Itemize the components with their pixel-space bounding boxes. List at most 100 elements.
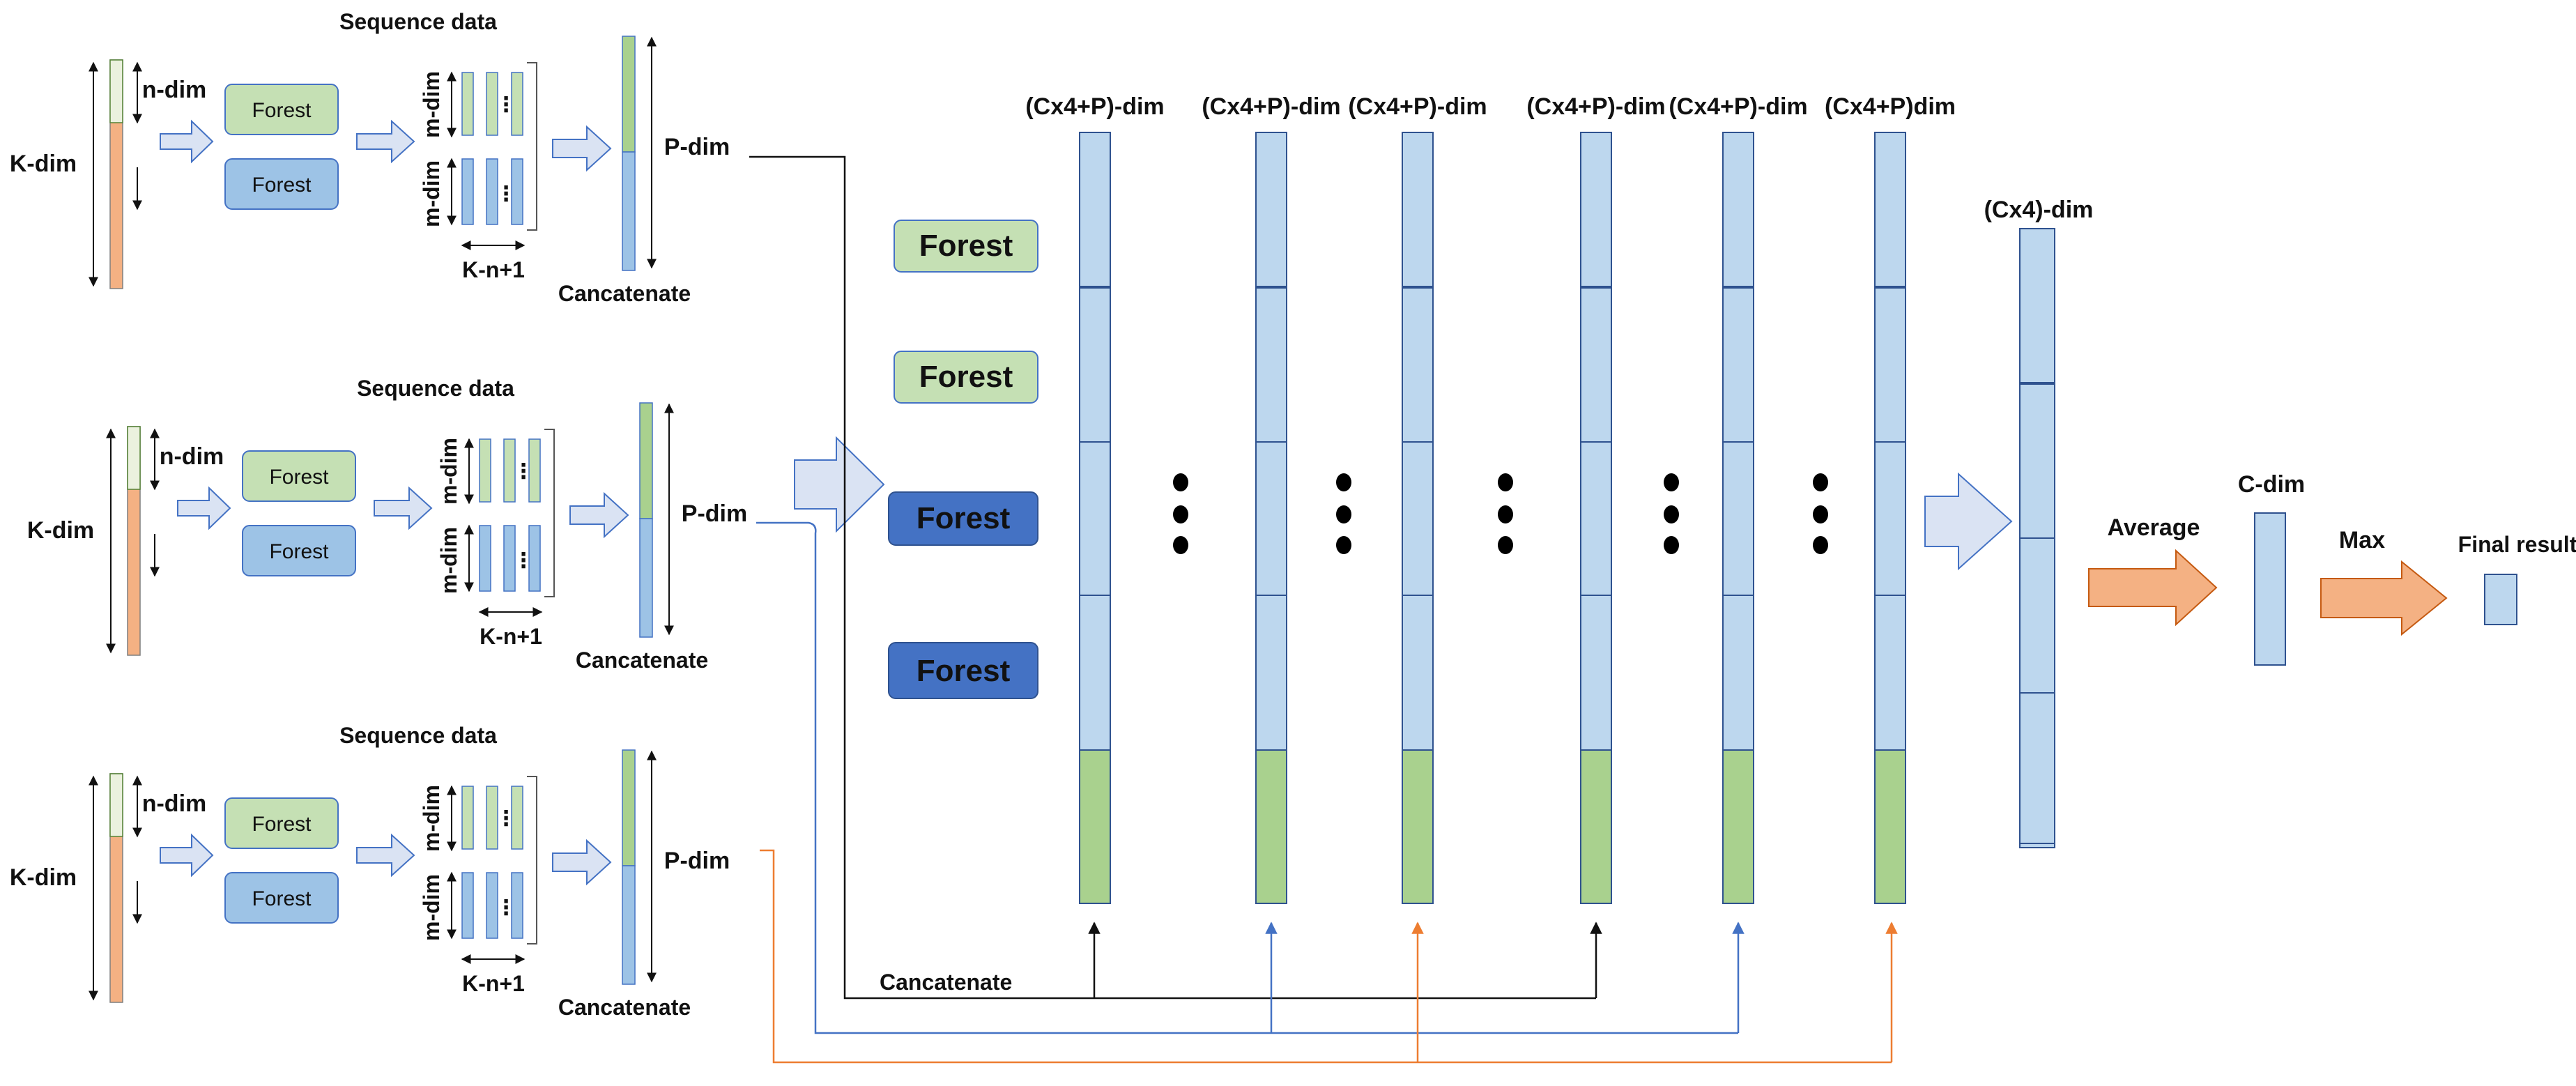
average-step: Average [2088, 514, 2218, 627]
ellipsis-bottom: ⋮ [513, 549, 534, 572]
middle-forest-4-label: Forest [917, 654, 1011, 688]
green-feature-bar [461, 786, 474, 850]
middle-forest-1-label: Forest [919, 229, 1013, 263]
p-bar-blue [639, 518, 653, 638]
k-dim-label: K-dim [27, 517, 94, 544]
forest-top-label: Forest [252, 99, 312, 122]
green-feature-bar [486, 72, 498, 136]
feature-column-3: (Cx4+P)-dim [1348, 93, 1487, 904]
column-green-part [1722, 749, 1754, 904]
m-dim-label-top: m-dim [419, 71, 444, 138]
feature-column-2: (Cx4+P)-dim [1202, 93, 1341, 904]
ellipsis-dot [1498, 536, 1513, 554]
green-feature-bar [528, 438, 541, 503]
cdim-label: C-dim [2238, 471, 2305, 498]
m-dim-label-bottom: m-dim [436, 527, 461, 594]
feature-column-6: (Cx4+P)dim [1825, 93, 1956, 904]
window-segment [127, 426, 141, 490]
small-arrow [177, 486, 231, 530]
ellipsis-dot [1813, 505, 1828, 523]
connector-black-trunk [749, 155, 1596, 1000]
p-bar-blue [622, 151, 636, 271]
forest-top-label: Forest [269, 466, 329, 489]
n-dim-label: n-dim [142, 77, 207, 103]
k-dim-label: K-dim [10, 864, 77, 891]
p-dim-label: P-dim [682, 500, 747, 527]
column-label-2: (Cx4+P)-dim [1202, 93, 1340, 120]
blue-feature-bar [511, 158, 523, 225]
column-label-1: (Cx4+P)-dim [1025, 93, 1164, 120]
green-feature-bar [461, 72, 474, 136]
green-feature-bar [511, 72, 523, 136]
forest-top [242, 450, 356, 502]
connector-blue-trunk [756, 521, 1738, 1034]
forest-top [224, 84, 339, 135]
input-panel-2: Sequence dataK-dimn-dimForestForestm-dim… [27, 376, 747, 673]
forest-bottom [224, 872, 339, 924]
ellipsis-top: ⋮ [496, 93, 516, 116]
concat-label: Cancatenate [558, 281, 691, 306]
p-bar-green [639, 402, 653, 519]
green-feature-bar [486, 786, 498, 850]
ellipsis-dot [1664, 536, 1679, 554]
panel-title: Sequence data [339, 723, 497, 748]
big-arrow-in [794, 436, 885, 533]
blue-feature-bar [486, 872, 498, 939]
forest-top-label: Forest [252, 813, 312, 836]
p-bar-blue [622, 865, 636, 985]
forest-bottom-label: Forest [269, 540, 329, 563]
column-label-3: (Cx4+P)-dim [1348, 93, 1487, 120]
p-bar-green [622, 749, 636, 866]
max-step: Max [2320, 527, 2448, 636]
small-arrow [374, 486, 433, 530]
ellipsis-dot [1173, 505, 1188, 523]
window-segment [109, 773, 123, 837]
middle-forest-2-label: Forest [919, 360, 1013, 394]
m-dim-label-top: m-dim [436, 438, 461, 505]
feature-column-5: (Cx4+P)-dim [1669, 93, 1808, 904]
blue-feature-bar [479, 525, 491, 592]
cdim-column: C-dim [2238, 471, 2305, 666]
small-arrow [552, 839, 612, 886]
ellipsis-dot [1173, 536, 1188, 554]
input-panel-3: Sequence dataK-dimn-dimForestForestm-dim… [10, 723, 730, 1020]
ellipsis-dot [1664, 473, 1679, 491]
window-segment [109, 59, 123, 123]
small-arrow [552, 125, 612, 172]
forest-bottom [242, 525, 356, 576]
big-arrow-cx4 [1924, 472, 2013, 571]
blue-feature-bar [486, 158, 498, 225]
forest-bottom [224, 158, 339, 210]
panel-title: Sequence data [357, 376, 514, 401]
ellipsis-dot [1336, 505, 1351, 523]
column-label-4: (Cx4+P)-dim [1526, 93, 1665, 120]
ellipsis-dot [1498, 473, 1513, 491]
column-green-part [1079, 749, 1111, 904]
n-dim-label: n-dim [160, 443, 224, 470]
kn-label: K-n+1 [480, 624, 542, 649]
ellipsis-top: ⋮ [513, 460, 534, 483]
final-result: Final result [2458, 532, 2576, 625]
middle-forest-2: Forest [894, 351, 1038, 404]
n-dim-label: n-dim [142, 790, 207, 817]
p-bar-green [622, 36, 636, 153]
ellipsis-bottom: ⋮ [496, 183, 516, 206]
bracket [527, 62, 537, 231]
feature-column-1: (Cx4+P)-dim [1025, 93, 1165, 904]
m-dim-label-top: m-dim [419, 785, 444, 852]
kn-label: K-n+1 [462, 971, 525, 996]
bracket [544, 429, 555, 597]
small-arrow [356, 119, 415, 164]
ellipsis-dot [1173, 473, 1188, 491]
green-feature-bar [503, 438, 516, 503]
forest-bottom-label: Forest [252, 174, 312, 197]
column-green-part [1402, 749, 1434, 904]
ellipsis-dot [1498, 505, 1513, 523]
feature-column-4: (Cx4+P)-dim [1526, 93, 1666, 904]
kn-label: K-n+1 [462, 257, 525, 282]
column-label-5: (Cx4+P)-dim [1669, 93, 1807, 120]
small-arrow [160, 119, 214, 164]
final-result-label: Final result [2458, 532, 2576, 557]
column-label-6: (Cx4+P)dim [1825, 93, 1956, 120]
